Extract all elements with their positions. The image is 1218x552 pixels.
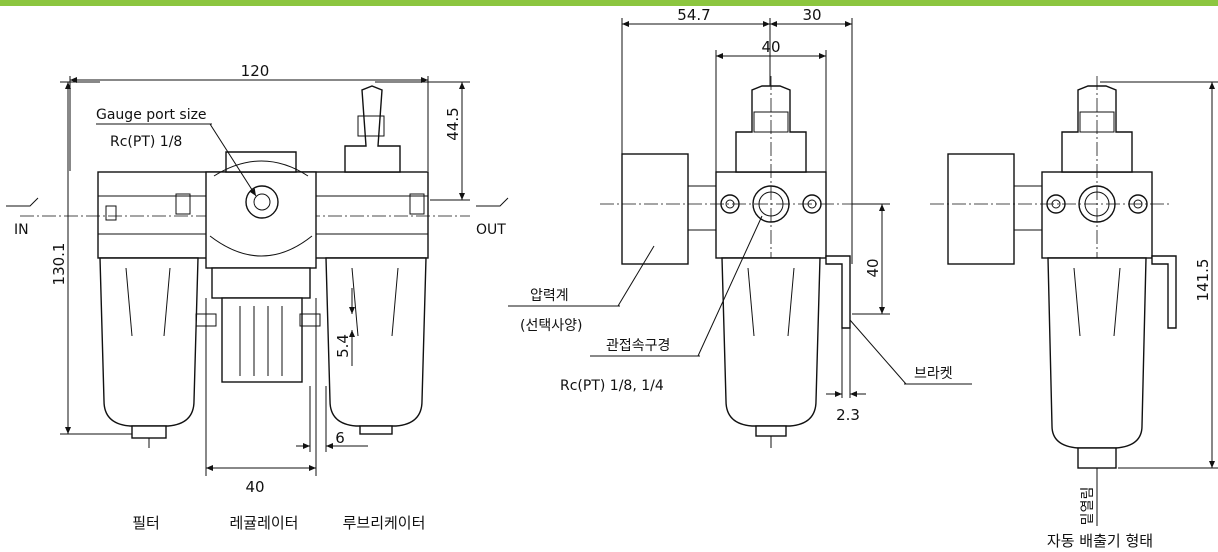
front-view: 120 44.5 130.1 [6,62,509,532]
caption-lubricator: 루브리케이터 [343,514,426,532]
dim-regulator-width: 40 [245,478,264,496]
dim-body-width: 40 [761,38,780,56]
dim-total-width: 120 [241,62,270,80]
dim-drain-gap: 6 [335,429,345,447]
gauge-option-label: (선택사양) [520,318,582,334]
auto-drain-view: 141.5 밑열림 자동 배출기 형태 [930,76,1218,550]
port-spec-label: Rc(PT) 1/8, 1/4 [560,378,664,394]
caption-filter: 필터 [132,514,160,532]
caption-regulator: 레귤레이터 [229,514,298,532]
dim-total-height-auto: 141.5 [1194,259,1212,302]
technical-drawing: 120 44.5 130.1 [6,6,1218,550]
dim-total-height: 130.1 [50,243,68,286]
gauge-port-spec: Rc(PT) 1/8 [110,134,182,150]
gauge-label: 압력계 [530,288,569,304]
bracket-label: 브라켓 [914,366,953,382]
dim-bracket-height: 40 [864,258,882,277]
header-accent-bar [0,0,1218,6]
caption-auto-drain: 자동 배출기 형태 [1047,532,1153,550]
drain-vertical-label: 밑열림 [1080,487,1096,526]
dim-top-height: 44.5 [444,107,462,140]
side-view: 54.7 30 40 40 [508,6,972,448]
flow-in-label: IN [14,222,29,238]
port-size-label: 관접속구경 [606,338,670,354]
dim-gauge-offset: 54.7 [677,6,710,24]
dim-port-gap: 5.4 [334,334,352,358]
dim-bracket-thickness: 2.3 [836,406,860,424]
dim-bracket-offset: 30 [802,6,821,24]
gauge-port-label: Gauge port size [96,107,207,123]
flow-out-label: OUT [476,222,506,238]
